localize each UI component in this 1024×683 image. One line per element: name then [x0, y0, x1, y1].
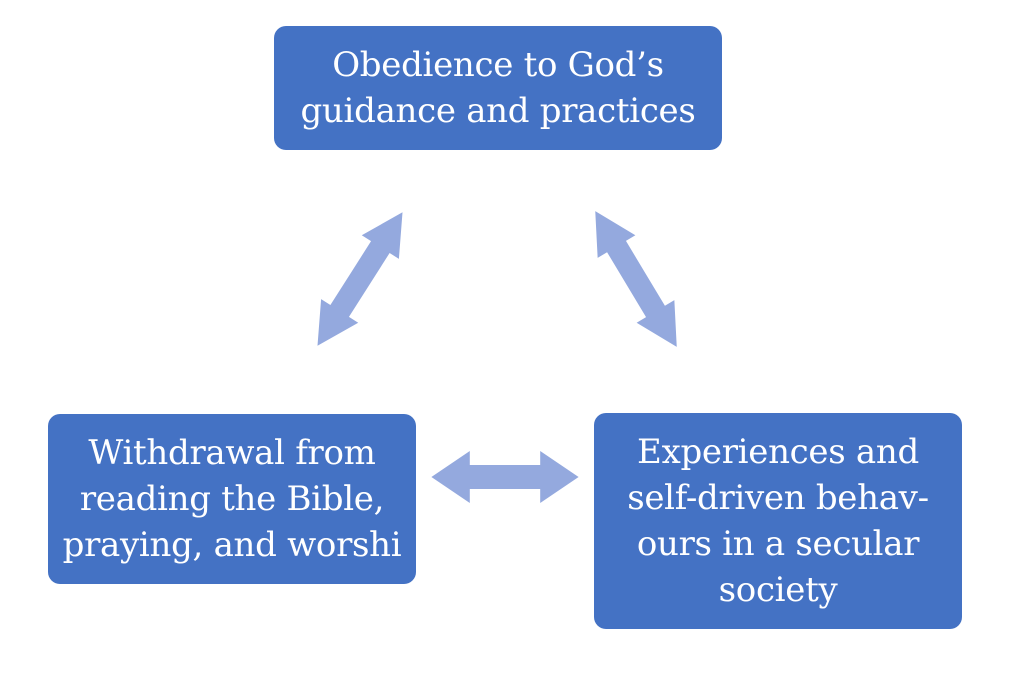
node-obedience: Obedience to God’s guidance and practice…: [274, 26, 722, 150]
node-text-line: self-driven behav-: [627, 478, 929, 518]
node-text-line: society: [718, 570, 838, 610]
node-text-line: ours in a secular: [636, 524, 920, 564]
node-text-line: reading the Bible,: [79, 479, 385, 519]
node-text-line: Withdrawal from: [88, 433, 376, 473]
node-obedience-text: Obedience to God’s guidance and practice…: [300, 42, 695, 134]
double-arrow-top-right: [595, 211, 677, 347]
node-experiences: Experiences and self-driven behav- ours …: [594, 413, 962, 629]
node-text-line: Obedience to God’s: [332, 45, 664, 85]
double-arrow-left-right: [431, 451, 579, 503]
double-arrow-top-left: [317, 212, 403, 346]
node-text-line: guidance and practices: [300, 91, 696, 131]
node-experiences-text: Experiences and self-driven behav- ours …: [627, 429, 929, 613]
node-withdrawal: Withdrawal from reading the Bible, prayi…: [48, 414, 416, 584]
node-text-line: Experiences and: [637, 432, 919, 472]
node-text-line: praying, and worshi: [62, 525, 402, 565]
node-withdrawal-text: Withdrawal from reading the Bible, prayi…: [63, 430, 402, 568]
